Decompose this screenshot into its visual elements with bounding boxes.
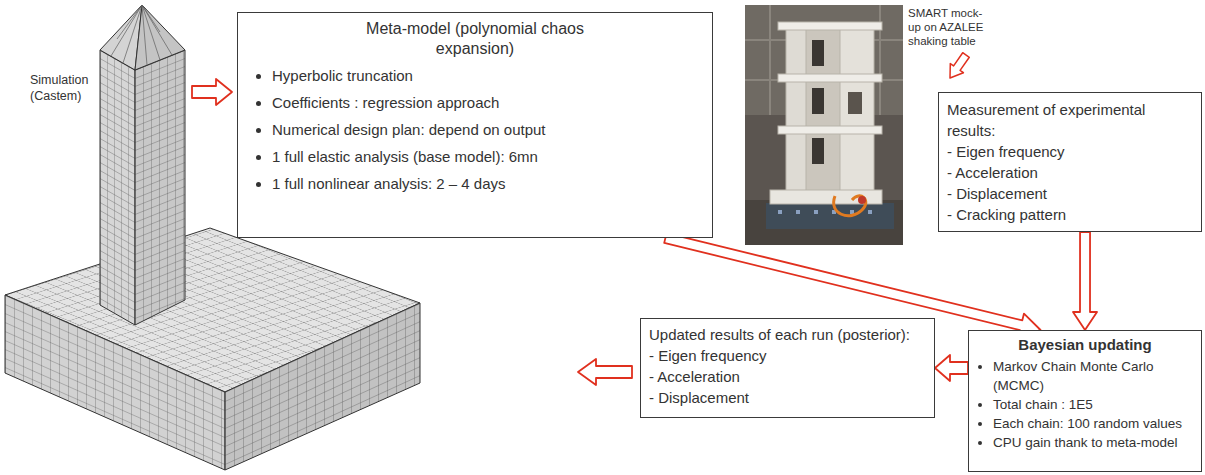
wall-opening [848, 92, 862, 114]
sensor-cable [834, 196, 866, 216]
flow-arrow [578, 359, 632, 385]
bullet-item: Coefficients : regression approach [272, 92, 642, 113]
list-item: - Cracking pattern [947, 204, 1193, 225]
item-list: - Eigen frequency- Acceleration- Displac… [947, 141, 1193, 225]
list-item: - Eigen frequency [649, 345, 926, 366]
bullet-list: Markov Chain Monte Carlo (MCMC)Total cha… [975, 357, 1195, 452]
bullet-item: Each chain: 100 random values [993, 414, 1195, 433]
floor-slab [778, 126, 882, 134]
wall-opening [812, 88, 824, 114]
lab-beams [745, 5, 903, 115]
figure-label: Simulation (Castem) [30, 72, 96, 104]
bullet-item: Total chain : 1E5 [993, 395, 1195, 414]
list-item: - Acceleration [947, 162, 1193, 183]
list-item: - Acceleration [649, 366, 926, 387]
bullet-item: 1 full elastic analysis (base model): 6m… [272, 146, 642, 167]
list-item: - Eigen frequency [947, 141, 1193, 162]
box-heading: Measurement of experimental results: [947, 99, 1193, 141]
flow-arrow [192, 79, 232, 105]
shaking-table [766, 203, 894, 229]
anchor-bolts [778, 210, 872, 214]
roof-right-face [135, 5, 185, 70]
photo-background [745, 5, 903, 245]
photo-caption: SMART mock-up on AZALEE shaking table [908, 6, 988, 48]
roof-left-face [100, 5, 142, 70]
bullet-item: CPU gain thank to meta-model [993, 433, 1195, 452]
box-heading: Bayesian updating [975, 335, 1195, 355]
box-heading: Meta-model (polynomial chaos expansion) [350, 19, 600, 59]
foundation-slab [770, 190, 882, 204]
flow-arrow [1073, 232, 1097, 330]
process-box: Meta-model (polynomial chaos expansion) H… [237, 12, 713, 238]
list-item: - Displacement [649, 387, 926, 408]
left-wall [786, 28, 806, 192]
pointer-arrow [950, 53, 969, 78]
process-box: Bayesian updatingMarkov Chain Monte Carl… [968, 330, 1202, 472]
flow-arrow [935, 355, 968, 381]
bullet-item: Markov Chain Monte Carlo (MCMC) [993, 357, 1195, 395]
data-box: Measurement of experimental results:- Ei… [938, 92, 1202, 232]
result-box: Updated results of each run (posterior):… [640, 318, 935, 418]
box-heading: Updated results of each run (posterior): [649, 324, 926, 345]
floor-slab [778, 74, 882, 82]
list-item: - Displacement [947, 183, 1193, 204]
bullet-list: Hyperbolic truncationCoefficients : regr… [248, 65, 642, 194]
tower-right-face [135, 50, 185, 325]
lab-floor [745, 200, 903, 245]
mockup-photo [745, 5, 903, 245]
wall-opening [812, 138, 824, 164]
sensor-device [858, 196, 866, 204]
slab-right-face [225, 303, 420, 470]
lab-wall [745, 5, 903, 115]
slab-left-face [5, 295, 225, 470]
tower-left-face [100, 50, 135, 325]
slab-top-face [5, 228, 420, 392]
bullet-item: 1 full nonlinear analysis: 2 – 4 days [272, 173, 642, 194]
bullet-item: Hyperbolic truncation [272, 65, 642, 86]
roof-mesh-lines [111, 5, 172, 65]
floor-slab [778, 22, 882, 30]
item-list: - Eigen frequency- Acceleration- Displac… [649, 345, 926, 408]
bullet-item: Numerical design plan: depend on output [272, 119, 642, 140]
back-wall [806, 30, 840, 190]
wall-opening [812, 40, 824, 66]
right-wall [840, 24, 874, 192]
